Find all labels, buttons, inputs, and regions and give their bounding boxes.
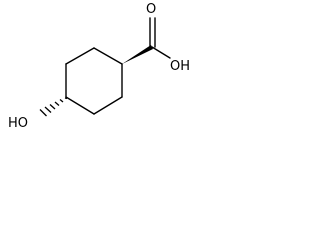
carbonyl-oxygen-label: O <box>146 2 156 17</box>
ring-bond <box>65 47 95 65</box>
ring-bond <box>93 47 123 65</box>
molecule-canvas: O OH HO <box>8 2 190 131</box>
single-bond-oh <box>151 46 171 59</box>
hashed-wedge-bond <box>39 97 68 117</box>
cyclohexane-ring <box>65 47 123 115</box>
ring-hydroxyl-label: HO <box>8 116 28 131</box>
structure-diagram: O OH HO <box>0 0 210 138</box>
ring-bond <box>93 96 123 115</box>
acid-hydroxyl-label: OH <box>170 59 190 74</box>
carboxyl-group <box>149 17 171 59</box>
ring-bond <box>65 96 95 115</box>
wedge-bond <box>122 45 153 64</box>
